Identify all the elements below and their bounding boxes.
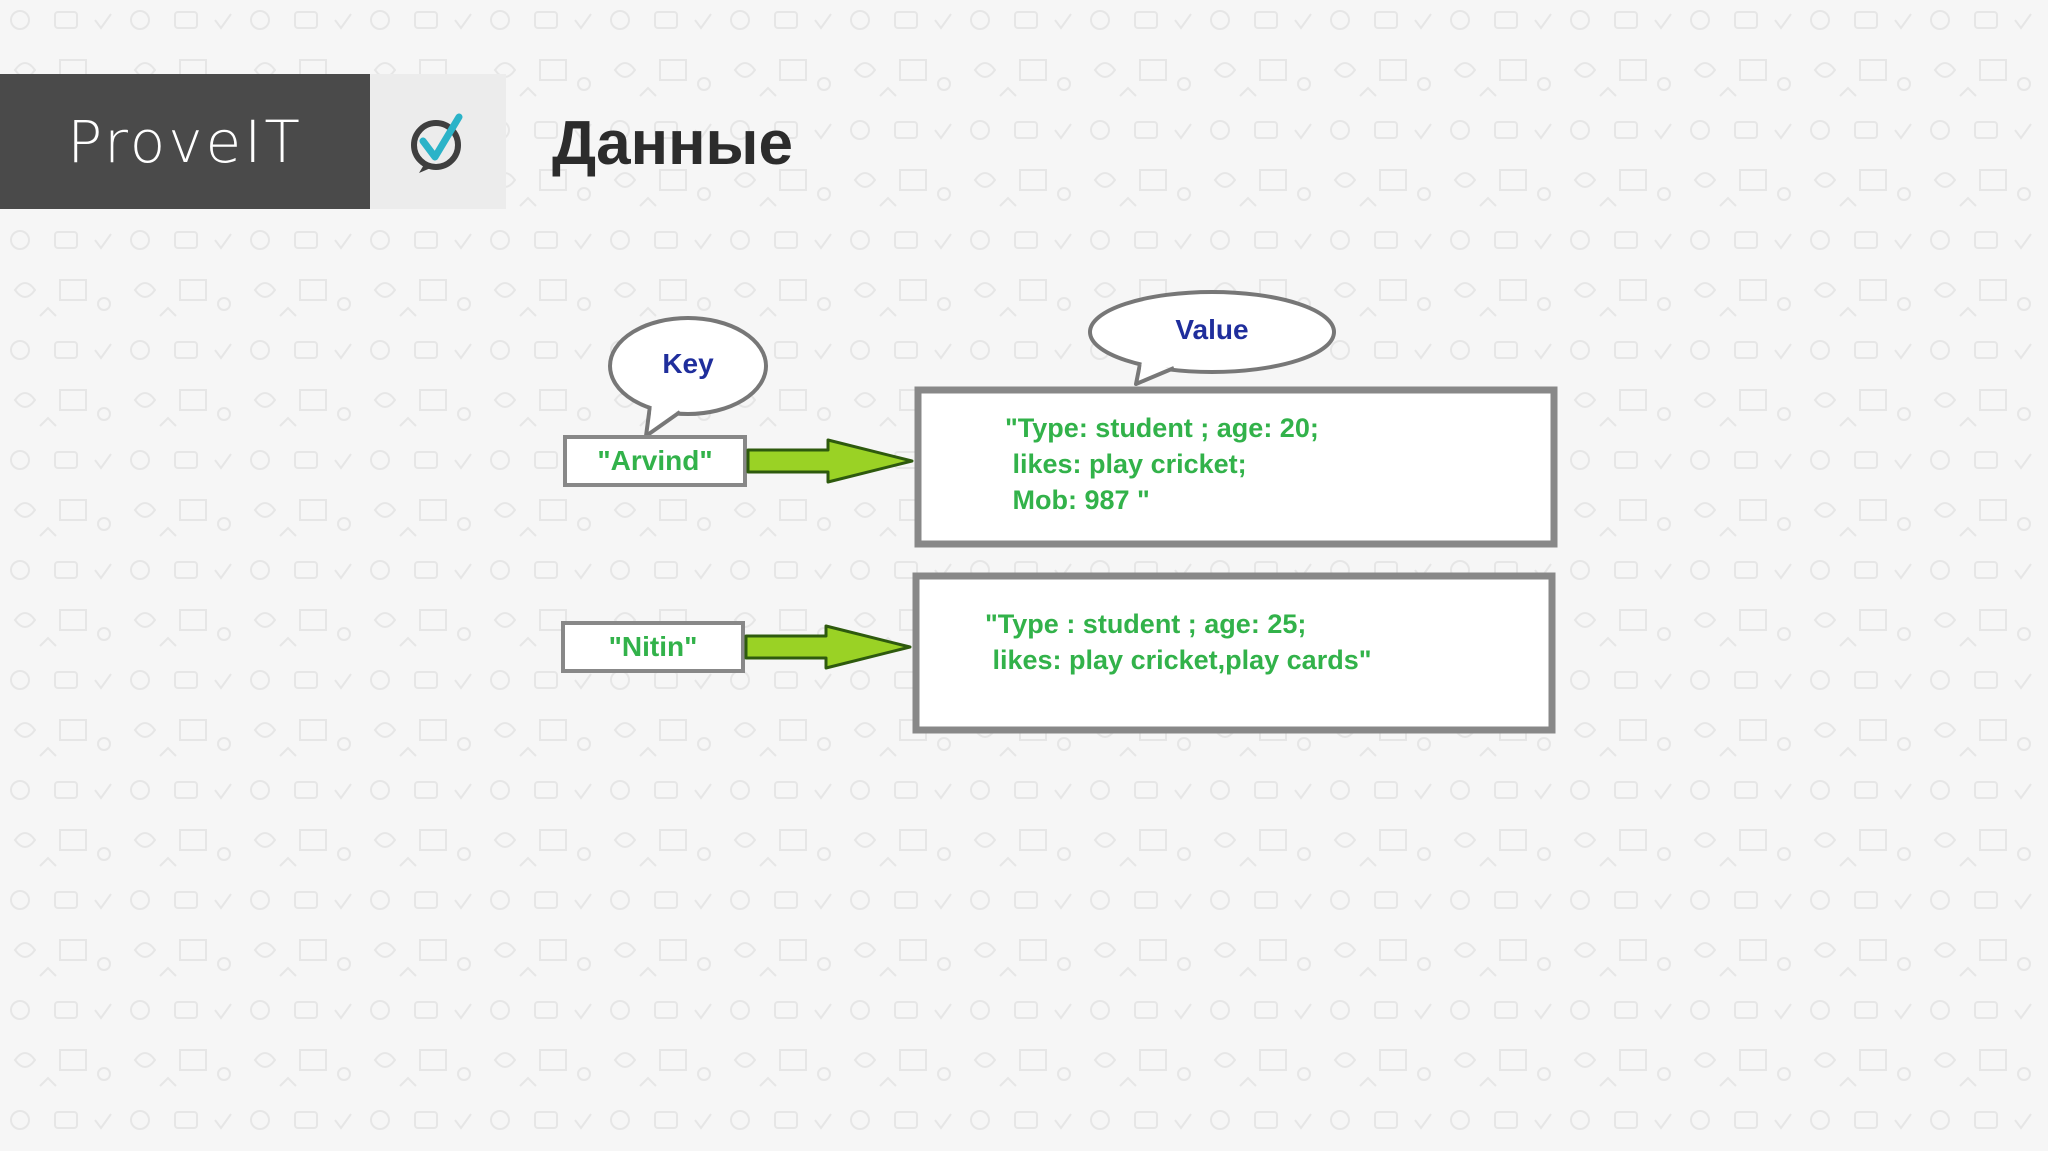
value-speech-bubble — [1088, 290, 1336, 386]
value-line: Mob: 987 " — [1005, 485, 1150, 515]
value-text-nitin: "Type : student ; age: 25; likes: play c… — [985, 606, 1372, 678]
value-line: "Type : student ; age: 25; — [985, 609, 1307, 639]
arrow-arvind — [746, 438, 914, 484]
key-box-border-nitin — [561, 621, 745, 673]
value-line: likes: play cricket; — [1005, 449, 1247, 479]
logo-block: ProveIT — [0, 74, 370, 209]
page-title: Данные — [552, 109, 793, 178]
key-box-border-arvind — [563, 435, 747, 487]
value-line: likes: play cricket,play cards" — [985, 645, 1372, 675]
logo-mark-block — [370, 74, 506, 209]
checkmark-speech-bubble-icon — [411, 113, 463, 173]
value-box-border-arvind — [914, 386, 1558, 548]
key-bubble-label: Key — [662, 348, 714, 379]
value-bubble-label: Value — [1175, 314, 1249, 345]
key-speech-bubble — [608, 316, 768, 438]
key-text-nitin: "Nitin" — [608, 631, 698, 662]
arrow-nitin — [744, 624, 912, 670]
key-value-diagram: Key Value "Arvind" "Nitin" "Type: studen… — [540, 270, 1580, 750]
key-text-arvind: "Arvind" — [597, 445, 713, 476]
value-box-border-nitin — [912, 572, 1556, 734]
value-line: "Type: student ; age: 20; — [1005, 413, 1319, 443]
logo-text: ProveIT — [67, 107, 303, 176]
value-text-arvind: "Type: student ; age: 20; likes: play cr… — [1005, 410, 1319, 518]
